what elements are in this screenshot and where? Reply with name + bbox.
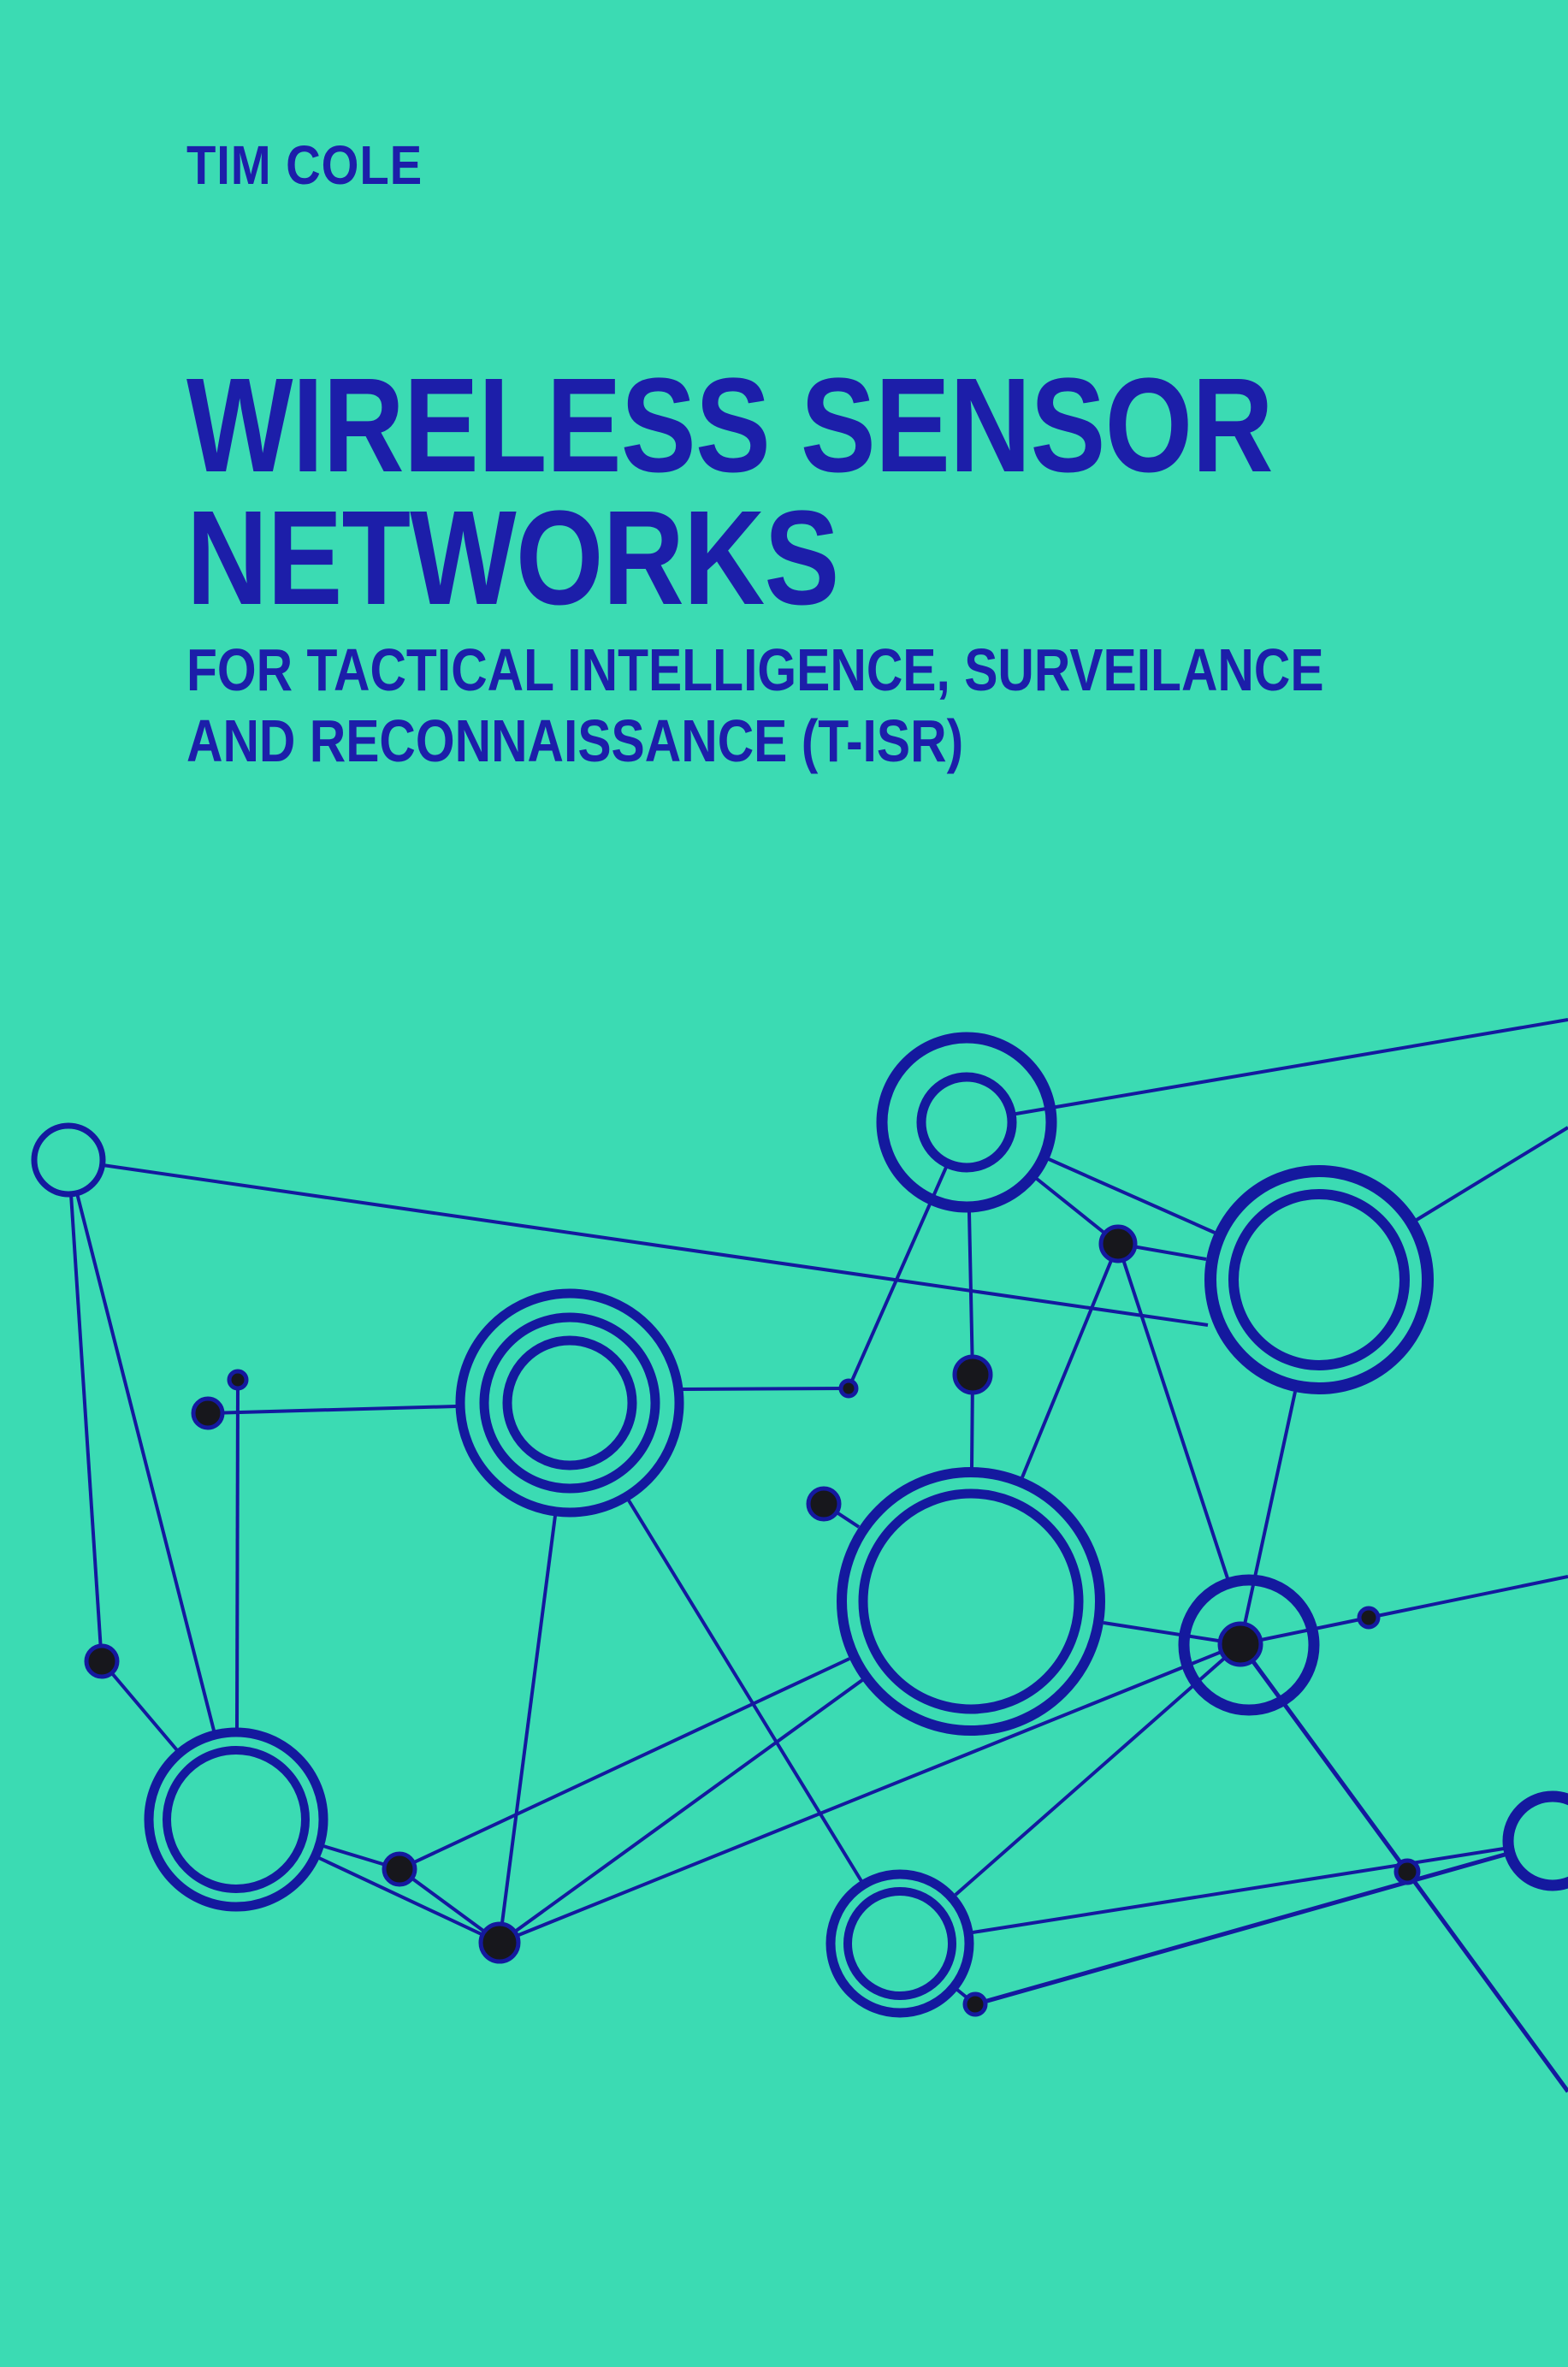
network-edge: [1238, 1642, 1410, 1873]
network-dot-dot-right-lower: [1393, 1858, 1421, 1885]
network-edge: [682, 1387, 849, 1391]
network-dot-dot-center-small: [838, 1378, 859, 1399]
network-edge: [1048, 1157, 1216, 1234]
network-node-circle-bottom-center: [825, 1869, 974, 2018]
network-node-circle-bottom-left: [144, 1727, 328, 1912]
network-dot-dot-left-of-hub: [382, 1851, 417, 1887]
network-dot-dot-hub-bottom: [478, 1921, 521, 1964]
network-edge: [498, 1678, 864, 1944]
network-edge: [1415, 1126, 1568, 1222]
network-edge: [498, 1515, 557, 1944]
author-name: TIM COLE: [186, 134, 423, 196]
network-edge: [1405, 1870, 1568, 2093]
network-node-circle-right: [1228, 1189, 1410, 1370]
network-dot-dot-right-small: [1357, 1606, 1381, 1630]
network-node-circle-top-middle: [876, 1032, 1057, 1213]
network-edge: [1116, 1243, 1229, 1579]
network-node-circle-right-edge: [1502, 1790, 1568, 1891]
network-edge: [1021, 1243, 1120, 1478]
network-node-circle-bottom-left: [163, 1746, 310, 1893]
book-title-line-1: WIRELESS SENSOR: [186, 351, 1274, 500]
book-subtitle-line-1: FOR TACTICAL INTELLIGENCE, SURVEILANCE: [186, 636, 1324, 703]
network-node-circle-right: [1204, 1165, 1434, 1394]
network-dot-dot-upper-right: [1098, 1224, 1138, 1263]
network-dot-dot-ring-center: [1217, 1621, 1263, 1667]
network-edge: [399, 1657, 850, 1871]
network-edge: [102, 1163, 1209, 1327]
network-edge: [207, 1405, 457, 1415]
network-node-circle-top-left: [31, 1122, 106, 1198]
network-node-circle-bottom-center: [843, 1887, 956, 2000]
book-subtitle-line-2: AND RECONNAISSANCE (T-ISR): [186, 707, 964, 775]
book-title-line-2: NETWORKS: [186, 483, 839, 634]
network-node-circle-top-middle: [916, 1072, 1017, 1173]
network-dot-dot-left-big: [191, 1396, 225, 1430]
network-node-circle-center-large: [837, 1467, 1105, 1736]
network-node-circle-left-triple: [502, 1335, 637, 1470]
network-edge: [75, 1192, 216, 1731]
network-dot-dot-left-small: [227, 1369, 249, 1391]
book-title: WIRELESS SENSOR NETWORKS: [186, 351, 1480, 634]
network-dot-dot-center-left: [806, 1486, 842, 1522]
network-edge: [69, 1193, 103, 1652]
network-edge: [1239, 1391, 1297, 1645]
network-dot-dot-below-bottom: [962, 1991, 988, 2017]
network-edge: [1010, 1018, 1568, 1116]
network-node-circle-left-triple: [455, 1288, 684, 1518]
network-edge: [100, 1660, 179, 1752]
network-dot-dot-lower-left: [84, 1643, 120, 1679]
network-edge: [499, 1642, 1241, 1944]
network-node-circle-ring-hub: [1178, 1574, 1320, 1716]
network-edge: [1103, 1621, 1241, 1646]
network-edge: [235, 1379, 240, 1733]
network-edge: [318, 1856, 500, 1944]
network-dot-dot-center-big: [952, 1354, 993, 1395]
book-subtitle: FOR TACTICAL INTELLIGENCE, SURVEILANCE A…: [186, 635, 1541, 778]
network-edge: [967, 1211, 974, 1376]
network-node-circle-left-triple: [479, 1312, 660, 1494]
network-edge: [627, 1499, 863, 1883]
network-node-circle-center-large: [858, 1488, 1084, 1714]
network-edge: [1368, 1575, 1568, 1619]
